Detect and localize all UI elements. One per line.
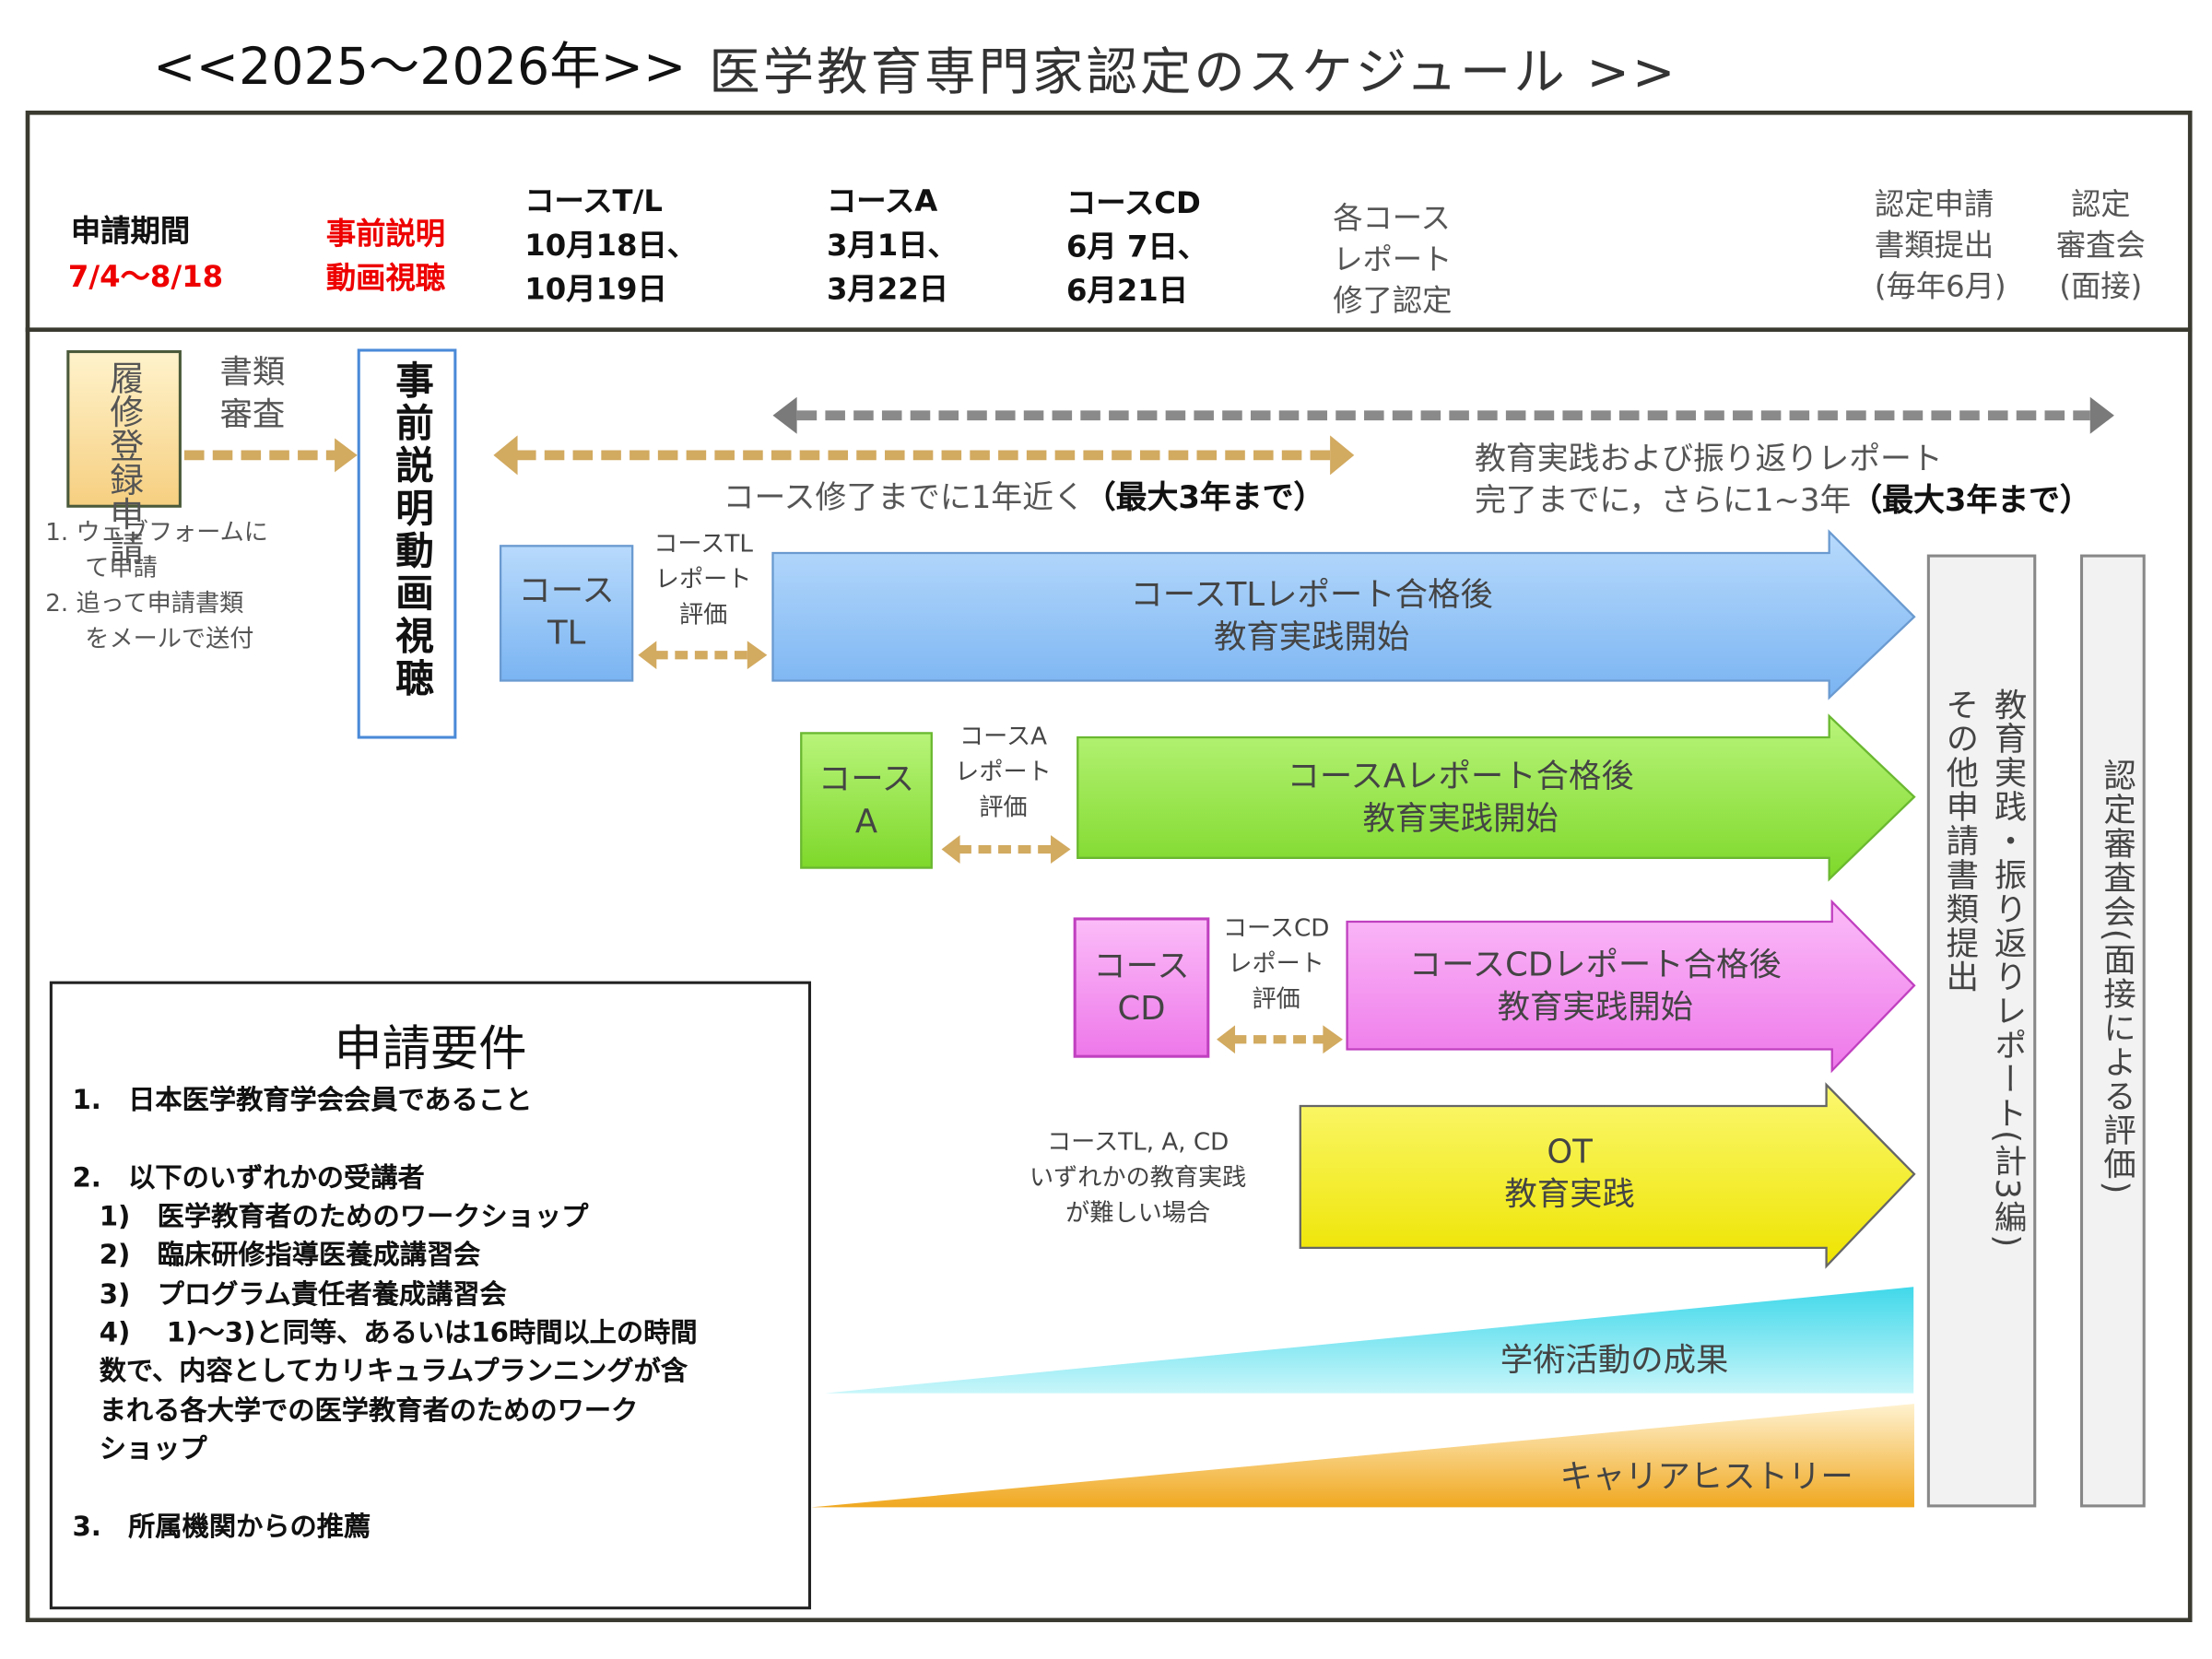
course-tl-arrow: コースTLレポート合格後教育実践開始 — [1130, 577, 1493, 657]
submit-header: 認定申請書類提出(毎年6月) — [1874, 187, 2006, 304]
pre-video-header: 事前説明動画視聴 — [325, 217, 446, 296]
submit-column-shape — [1926, 554, 2037, 1508]
title-years: <<2025～2026年>> — [153, 38, 687, 97]
course-a-arrow: コースAレポート合格後教育実践開始 — [1287, 759, 1634, 839]
schedule-frame — [25, 111, 2193, 1623]
requirement-line: 3. 所属機関からの推薦 — [72, 1512, 371, 1543]
course-a-arrow-shape — [1077, 713, 1916, 882]
requirement-line: 数で、内容としてカリキュラムプランニングが含 — [72, 1355, 688, 1387]
header-divider — [25, 327, 2193, 333]
academic-label: 学術活動の成果 — [1500, 1342, 1729, 1380]
gray-arrowhead-right — [2089, 396, 2114, 434]
career-label: キャリアヒストリー — [1559, 1459, 1853, 1497]
doc-review-label: 書類審査 — [219, 354, 286, 434]
course-tl-arrow-shape — [771, 529, 1916, 700]
course-cd-arrow: コースCDレポート合格後教育実践開始 — [1408, 947, 1782, 1027]
course-cd-box-shape — [1073, 917, 1210, 1058]
requirement-line: 3) プログラム責任者養成講習会 — [72, 1278, 507, 1311]
review-column-shape — [2079, 554, 2146, 1508]
video-box-shape — [357, 348, 457, 739]
course-a-box-shape — [800, 732, 933, 869]
course-cd-arrow-shape — [1346, 899, 1916, 1074]
ot-arrow-shape — [1299, 1082, 1916, 1269]
register-box: 履修登録申請 — [103, 359, 144, 565]
submit-column: 教育実践・振り返りレポート(計3編)その他申請書類提出 — [1939, 688, 2025, 1249]
requirement-line: ショップ — [72, 1433, 207, 1465]
course-tl-box-shape — [499, 545, 634, 682]
requirement-line: 2. 以下のいずれかの受講者 — [72, 1162, 425, 1194]
period-value: 7/4〜8/18 — [67, 259, 224, 294]
gray-arrowhead-left — [772, 396, 797, 434]
requirement-line: 1. 日本医学教育学会会員であること — [72, 1084, 533, 1116]
requirements-title: 申請要件 — [334, 1020, 527, 1078]
requirements-box: 申請要件 1. 日本医学教育学会会員であること 2. 以下のいずれかの受講者 1… — [49, 981, 812, 1610]
tan-arrowhead-left — [493, 435, 518, 476]
title-main: 医学教育専門家認定のスケジュール >> — [709, 43, 1678, 102]
requirement-line: まれる各大学での医学教育者のためのワーク — [72, 1394, 639, 1427]
report-cert-header: 各コースレポート修了認定 — [1333, 201, 1453, 318]
video-box: 事前説明動画視聴 — [388, 359, 433, 701]
register-box-shape — [66, 350, 182, 508]
academic-wedge — [810, 1285, 1915, 1395]
review-column: 認定審査会(面接による評価) — [2097, 759, 2135, 1195]
requirement-line: 1) 医学教育者のためのワークショップ — [72, 1201, 589, 1232]
period-label: 申請期間 — [70, 214, 191, 249]
register-notes: 1. ウェブフォームにて申請 2. 追って申請書類をメールで送付 — [45, 519, 268, 654]
practice-period-text: 教育実践および振り返りレポート 完了までに，さらに1~3年（最大3年まで） — [1475, 442, 2091, 520]
tan-arrowhead — [335, 438, 358, 473]
eval-arrowheads — [638, 641, 1343, 1054]
tan-arrowhead-right — [1330, 435, 1355, 476]
requirement-line: 4) 1)〜3)と同等、あるいは16時間以上の時間 — [72, 1317, 698, 1349]
eval-arrows — [654, 651, 1324, 1044]
review-header: 認定審査会(面接) — [2055, 187, 2146, 304]
course-period-text: コース修了までに1年近く（最大3年まで） — [723, 480, 1325, 517]
requirement-line: 2) 臨床研修指導医養成講習会 — [72, 1239, 481, 1271]
